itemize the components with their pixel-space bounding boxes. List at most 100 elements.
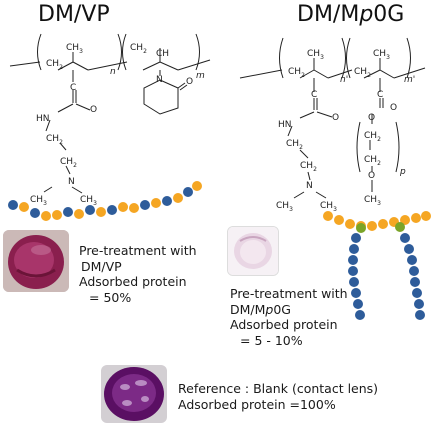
bead [348,266,358,276]
dmvp-caption-line: DM/VP [81,258,122,274]
bead [410,277,420,287]
bead [162,196,172,206]
svg-text:CH3: CH3 [373,49,390,61]
svg-text:O: O [332,113,339,123]
svg-text:CH2: CH2 [364,131,381,143]
bead [400,233,410,243]
svg-text:CH2: CH2 [300,161,317,173]
bead [151,198,161,208]
bead [409,266,419,276]
bead [41,211,51,221]
bead [348,255,358,265]
svg-text:CH2: CH2 [130,43,147,55]
bead [355,310,365,320]
svg-text:C: C [311,90,317,100]
dmmp0g-caption: Pre-treatment with DM/Mp0G Adsorbed prot… [230,286,348,348]
svg-text:m': m' [404,75,415,85]
dmmp0g-caption-line: Adsorbed protein [230,317,338,332]
bead [351,288,361,298]
svg-text:n': n' [340,75,348,85]
reference-caption: Reference : Blank (contact lens) Adsorbe… [178,381,378,412]
bead [351,233,361,243]
bead [140,200,150,210]
bead [404,244,414,254]
svg-text:HN: HN [278,120,292,130]
svg-text:HN: HN [36,114,50,124]
dmmp0g-bead-chain [323,211,431,320]
svg-text:CH3: CH3 [30,195,47,207]
svg-text:CH3: CH3 [66,43,83,55]
dmmp0g-caption-line: DM/Mp0G [230,301,291,317]
bead [183,187,193,197]
dmvp-bead-chain [8,181,202,221]
bead [411,213,421,223]
svg-text:CH3: CH3 [364,195,381,207]
reference-caption-line: Reference : Blank (contact lens) [178,381,379,396]
bead [345,219,355,229]
bead [334,215,344,225]
bead [378,219,388,229]
svg-text:CH: CH [156,49,169,59]
svg-text:p: p [399,167,406,177]
bead [323,211,333,221]
bead [63,207,73,217]
svg-text:C: C [70,83,76,93]
dmvp-caption-line: Adsorbed protein [79,274,187,289]
bead [349,277,359,287]
svg-text:O: O [368,113,375,123]
svg-text:C: C [377,90,383,100]
bead [414,299,424,309]
svg-text:N: N [306,181,313,191]
svg-text:CH2: CH2 [286,139,303,151]
dmmp0g-lens-photo [227,226,279,276]
dmvp-title: DM/VP [38,2,110,27]
svg-text:CH2: CH2 [60,157,77,169]
bead [349,244,359,254]
svg-text:CH2: CH2 [288,67,305,79]
bead [19,202,29,212]
svg-text:m: m [196,71,205,81]
dmvp-lens-photo [3,230,69,292]
svg-text:CH3: CH3 [307,49,324,61]
reference-lens-photo [101,365,167,423]
svg-text:O: O [90,105,97,115]
bead [8,200,18,210]
dmmp0g-caption-line: Pre-treatment with [230,286,348,301]
svg-text:CH2: CH2 [364,155,381,167]
bead [173,193,183,203]
bead [74,209,84,219]
bead [30,208,40,218]
svg-text:O: O [390,103,397,113]
svg-text:n: n [110,67,116,77]
bead [415,310,425,320]
svg-text:CH2: CH2 [46,59,63,71]
svg-text:O: O [186,77,193,87]
svg-text:CH3: CH3 [276,201,293,213]
bead [85,205,95,215]
bead [400,215,410,225]
svg-text:CH2: CH2 [354,67,371,79]
bead [192,181,202,191]
bead [52,210,62,220]
bead [407,255,417,265]
svg-text:N: N [156,75,163,85]
reference-caption-line: Adsorbed protein =100% [178,396,336,412]
svg-text:N: N [68,177,75,187]
bead [412,288,422,298]
svg-text:CH2: CH2 [46,134,63,146]
dmvp-caption-line: = 50% [89,289,132,305]
bead [129,203,139,213]
bead [421,211,431,221]
dmvp-caption-line: Pre-treatment with [79,243,197,258]
svg-text:CH3: CH3 [80,195,97,207]
dmmp0g-title: DM/Mp0G [297,2,405,27]
bead [107,205,117,215]
dmvp-caption: Pre-treatment with DM/VP Adsorbed protei… [79,243,197,305]
svg-text:CH3: CH3 [320,201,337,213]
bead [96,207,106,217]
bead [118,202,128,212]
bead [395,222,405,232]
svg-text:O: O [368,171,375,181]
bead [353,299,363,309]
